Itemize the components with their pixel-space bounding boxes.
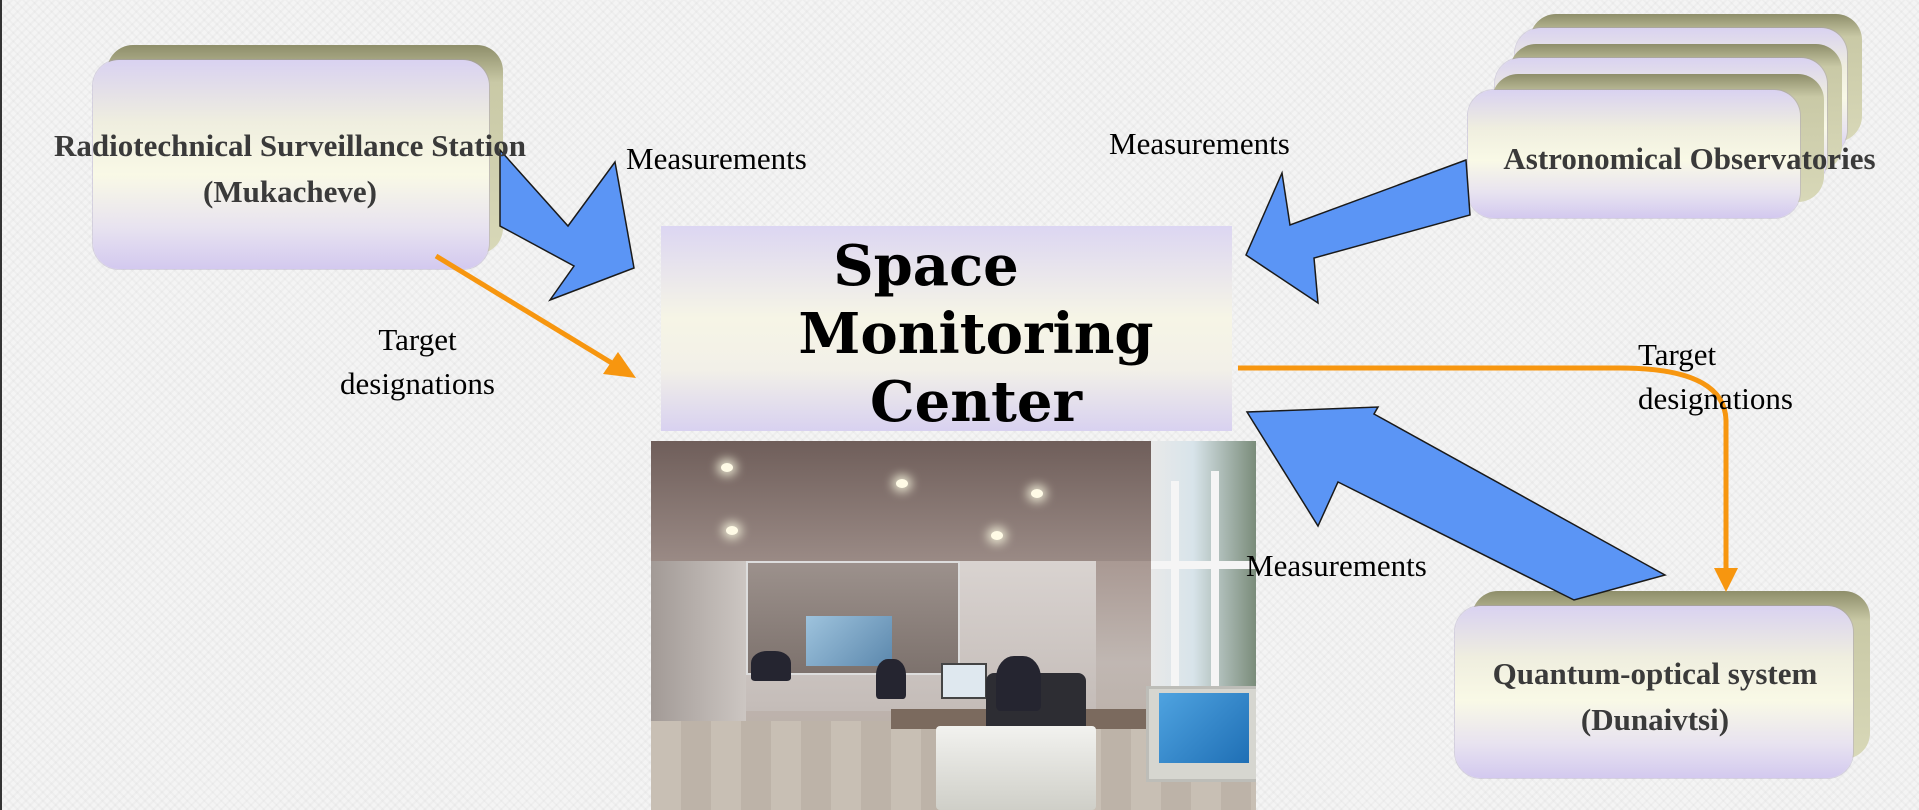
radiotechnical-box — [93, 60, 489, 269]
center-title-line3: Center — [870, 369, 1082, 435]
measurement-arrow-right — [1245, 158, 1471, 305]
radiotechnical-label: Radiotechnical Surveillance Station (Muk… — [8, 123, 572, 215]
measurements-label-bottom: Measurements — [1246, 548, 1427, 583]
space-monitoring-center-title: Space Monitoring Center — [661, 232, 1291, 436]
target-designations-label-left: Target designations — [320, 318, 515, 406]
radiotechnical-label-line1: Radiotechnical Surveillance Station — [54, 128, 526, 163]
target-arrow-left — [434, 253, 636, 378]
quantum-label-line1: Quantum-optical system — [1492, 656, 1818, 691]
measurement-arrow-left — [499, 148, 635, 302]
measurements-label-left: Measurements — [626, 141, 807, 176]
quantum-label: Quantum-optical system (Dunaivtsi) — [1445, 651, 1865, 743]
astronomical-box-front — [1468, 90, 1800, 218]
center-title-line1: Space — [833, 233, 1019, 299]
center-title-line2: Monitoring — [798, 301, 1154, 367]
control-room-photo — [651, 441, 1256, 810]
quantum-label-line2: (Dunaivtsi) — [1580, 702, 1730, 737]
measurement-arrow-bottom — [1245, 406, 1667, 601]
target-designations-label-right: Target designations — [1638, 333, 1793, 421]
target-left-line2: designations — [340, 366, 495, 401]
target-arrow-right — [1238, 365, 1738, 592]
quantum-box — [1455, 606, 1853, 778]
space-monitoring-center-box — [661, 226, 1232, 431]
target-right-line2: designations — [1638, 381, 1793, 416]
astronomical-label: Astronomical Observatories — [1503, 141, 1876, 176]
radiotechnical-label-line2: (Mukacheve) — [203, 174, 377, 209]
measurements-label-right: Measurements — [1109, 126, 1290, 161]
target-right-line1: Target — [1638, 337, 1717, 372]
left-border-line — [0, 0, 2, 810]
target-left-line1: Target — [378, 322, 457, 357]
